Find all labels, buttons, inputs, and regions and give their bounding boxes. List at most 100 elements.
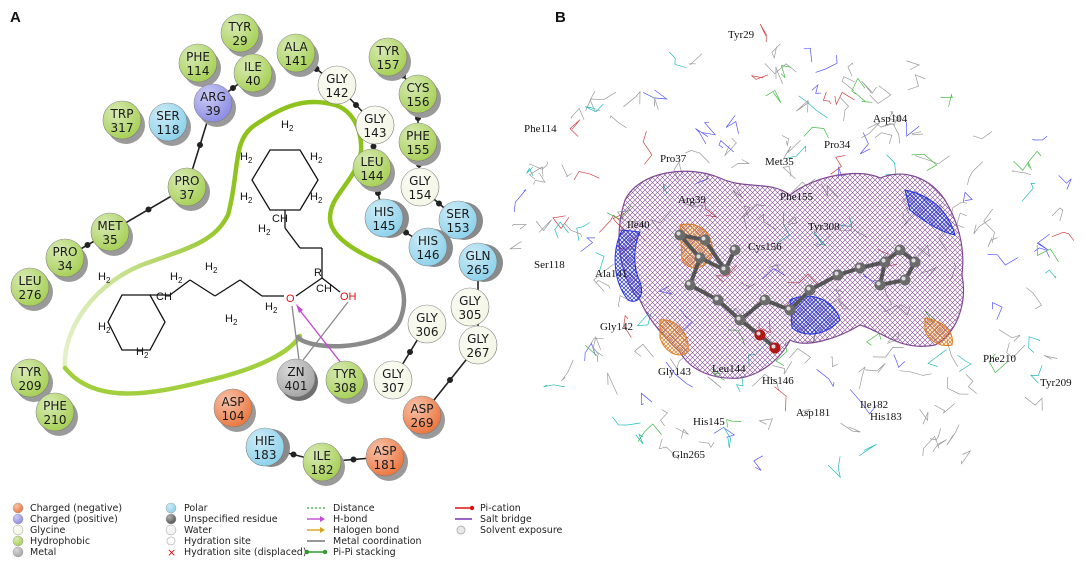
ligand-atom [759,294,771,306]
residue-gloss [91,213,129,251]
wire-stick [885,154,897,176]
backbone-node [84,242,91,249]
ligand-atom [899,274,911,286]
residue-name: ASP [221,395,244,409]
residue-number: 269 [411,416,434,430]
wire-stick [929,428,942,441]
bond [239,279,263,297]
wire-stick [907,74,926,91]
wire-stick [1021,183,1036,202]
residue-gloss [221,14,259,52]
ligand-atom-highlight [786,306,791,311]
wire-stick [725,115,739,134]
ligand-ch-label-2: CH [156,291,172,303]
ligand-atom [694,252,706,264]
wire-stick [573,171,600,180]
wire-stick [803,47,813,63]
wire-stick [593,263,614,292]
ligand-atom [909,256,921,268]
legend-polar-label: Polar [184,503,208,514]
legend-pication-label: Pi-cation [480,503,521,514]
wire-stick [753,455,763,471]
wire-stick [633,343,654,358]
wire-stick [840,422,861,433]
wire-stick [775,66,783,84]
wire-stick [589,91,601,111]
residue-name: ALA [284,40,308,54]
residue-number: 183 [254,448,277,462]
legend-salt-label: Salt bridge [480,514,532,525]
wire-stick [685,150,710,164]
label-3d-his145: His145 [693,416,725,428]
wire-stick [822,91,831,105]
residue-gloss [103,101,141,139]
panel-label-a: A [10,9,21,26]
wire-stick [865,363,886,373]
pocket-outline-grey [295,259,407,349]
residue-gloss [303,443,341,481]
legend-charged_positive-label: Charged (positive) [30,514,118,525]
ligand-ball-and-stick [674,229,921,354]
ligand-atom-highlight [771,344,776,349]
ligand-hydroxyl-label: OH [340,291,357,303]
wire-stick [695,128,709,145]
legend-solvent-icon [456,525,466,535]
wire-stick [1013,160,1030,171]
wire-stick [899,370,932,376]
legend-water-label: Water [184,525,212,536]
backbone-node [197,142,204,149]
wire-stick [830,155,846,175]
wire-stick [636,312,652,327]
residue-number: 40 [245,74,260,88]
residue-name: HIS [374,205,394,219]
residue-name: GLY [409,174,431,188]
surface-mesh-blue-left [614,229,643,302]
ligand-h2-label-6: H2 [98,271,111,285]
wire-stick [751,74,769,80]
wire-stick [764,63,797,75]
ligand-atom [769,342,781,354]
wire-stick [592,335,603,357]
wire-stick [552,215,570,230]
wire-stick [841,76,855,92]
wire-stick [1051,207,1064,222]
wire-stick [992,301,1003,320]
residue-number: 210 [44,413,67,427]
residue-gloss [451,288,489,326]
residue-gloss [11,359,49,397]
label-3d-his183: His183 [870,411,902,423]
legend-glycine-label: Glycine [30,525,66,536]
wire-stick [610,115,627,129]
residue-number: 305 [459,308,482,322]
residue-number: 37 [179,188,194,202]
label-3d-pro37: Pro37 [660,153,687,165]
legend-hydration-icon [166,536,176,546]
wire-stick [1025,287,1043,310]
residue-gloss [353,149,391,187]
residue-number: 317 [111,121,134,135]
ligand-atom-highlight [876,281,881,286]
wire-stick [1032,136,1048,141]
residue-number: 182 [311,463,334,477]
ligand-atom-highlight [731,246,736,251]
wire-stick [758,418,773,431]
ligand-h2-label-9: H2 [170,271,183,285]
ligand-atom [804,284,816,296]
residue-gloss [459,326,497,364]
label-3d-tyr209: Tyr209 [1040,377,1072,389]
ligand-atom [894,244,906,256]
wire-stick [987,237,998,248]
